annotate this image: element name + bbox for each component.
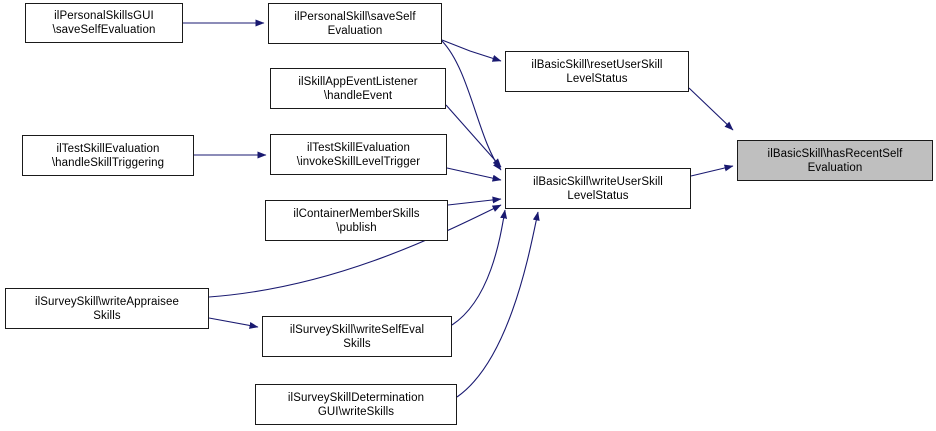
node-label-line2: \handleEvent (323, 89, 393, 102)
edge-writeappraiseeskills-to-writeselfeval (208, 317, 259, 329)
node-ilsurveyskill-writeappraiseeskills[interactable]: ilSurveySkill\writeAppraisee Skills (5, 288, 209, 329)
node-label-line1: ilTestSkillEvaluation (306, 141, 411, 154)
node-label-line1: ilPersonalSkillsGUI (54, 10, 154, 22)
edge-writeuserskill-to-hasrecentself (690, 164, 734, 177)
node-label-line1: ilSurveySkill\writeAppraisee (34, 295, 180, 308)
node-label-line1: ilSurveySkillDetermination (287, 391, 425, 404)
node-iltestskillevaluation-handleskilltriggering[interactable]: ilTestSkillEvaluation \handleSkillTrigge… (22, 135, 194, 176)
node-ilsurveyskilldeterminationgui-writeskills[interactable]: ilSurveySkillDetermination GUI\writeSkil… (255, 384, 457, 425)
node-label-line2: Evaluation (327, 24, 383, 37)
node-label-line2: GUI\writeSkills (317, 405, 395, 418)
node-label-line2: LevelStatus (566, 72, 628, 85)
node-label-line1: ilSurveySkill\writeSelfEval (289, 323, 425, 336)
edge-writeselfeval-to-writeuserskill (451, 209, 508, 326)
node-label-line2: Skills (343, 337, 371, 350)
node-ilpersonalskill-saveselfevaluation[interactable]: ilPersonalSkill\saveSelf Evaluation (268, 3, 442, 44)
node-label-line2: \handleSkillTriggering (51, 156, 165, 169)
node-label-line2: Skills (93, 309, 121, 322)
node-label-line2: \publish (336, 221, 377, 234)
node-label-line1: ilSkillAppEventListener (298, 75, 418, 88)
node-label-line1: ilPersonalSkill\saveSelf (294, 10, 416, 23)
edge-writeappraiseeskills-to-writeuserskill (208, 204, 502, 298)
node-label-line1: ilBasicSkill\writeUserSkill (533, 175, 663, 188)
edge-handleevent-to-writeuserskill (445, 104, 502, 168)
node-ilcontainermemberskills-publish[interactable]: ilContainerMemberSkills \publish (265, 200, 448, 241)
edge-saveselfevaluation-to-writeuserskill (441, 40, 502, 171)
edge-resetuserskill-to-hasrecentself (688, 87, 734, 131)
edge-invokeskillleveltrigger-to-writeuserskill (446, 167, 502, 182)
node-label-line2: \saveSelfEvaluation (52, 24, 156, 36)
edge-publish-to-writeuserskill (447, 196, 502, 206)
node-label-line2: Evaluation (807, 161, 863, 174)
node-ilbasicskill-resetuserskilllevelstatus[interactable]: ilBasicSkill\resetUserSkill LevelStatus (505, 51, 689, 92)
node-label-line2: \invokeSkillLevelTrigger (296, 155, 421, 168)
node-ilpersonalskillsgui-saveselfevaluation[interactable]: ilPersonalSkillsGUI \saveSelfEvaluation (25, 3, 183, 43)
node-ilsurveyskill-writeselfevalskills[interactable]: ilSurveySkill\writeSelfEval Skills (262, 316, 452, 357)
edge-saveselfevaluation-to-resetuserskill (441, 39, 502, 62)
edge-writeskills-to-writeuserskill (456, 211, 540, 398)
node-iltestskillevaluation-invokeskillleveltrigger[interactable]: ilTestSkillEvaluation \invokeSkillLevelT… (270, 134, 447, 175)
node-ilbasicskill-writeuserskilllevelstatus[interactable]: ilBasicSkill\writeUserSkill LevelStatus (505, 168, 691, 209)
node-label-line1: ilContainerMemberSkills (293, 207, 420, 220)
node-label-line2: LevelStatus (567, 189, 629, 202)
node-ilbasicskill-hasrecentselfevaluation[interactable]: ilBasicSkill\hasRecentSelf Evaluation (737, 140, 933, 181)
node-label-line1: ilBasicSkill\hasRecentSelf (767, 147, 903, 160)
node-label-line1: ilBasicSkill\resetUserSkill (531, 58, 663, 71)
node-ilskillappeventlistener-handleevent[interactable]: ilSkillAppEventListener \handleEvent (270, 68, 446, 109)
node-label-line1: ilTestSkillEvaluation (56, 142, 160, 155)
